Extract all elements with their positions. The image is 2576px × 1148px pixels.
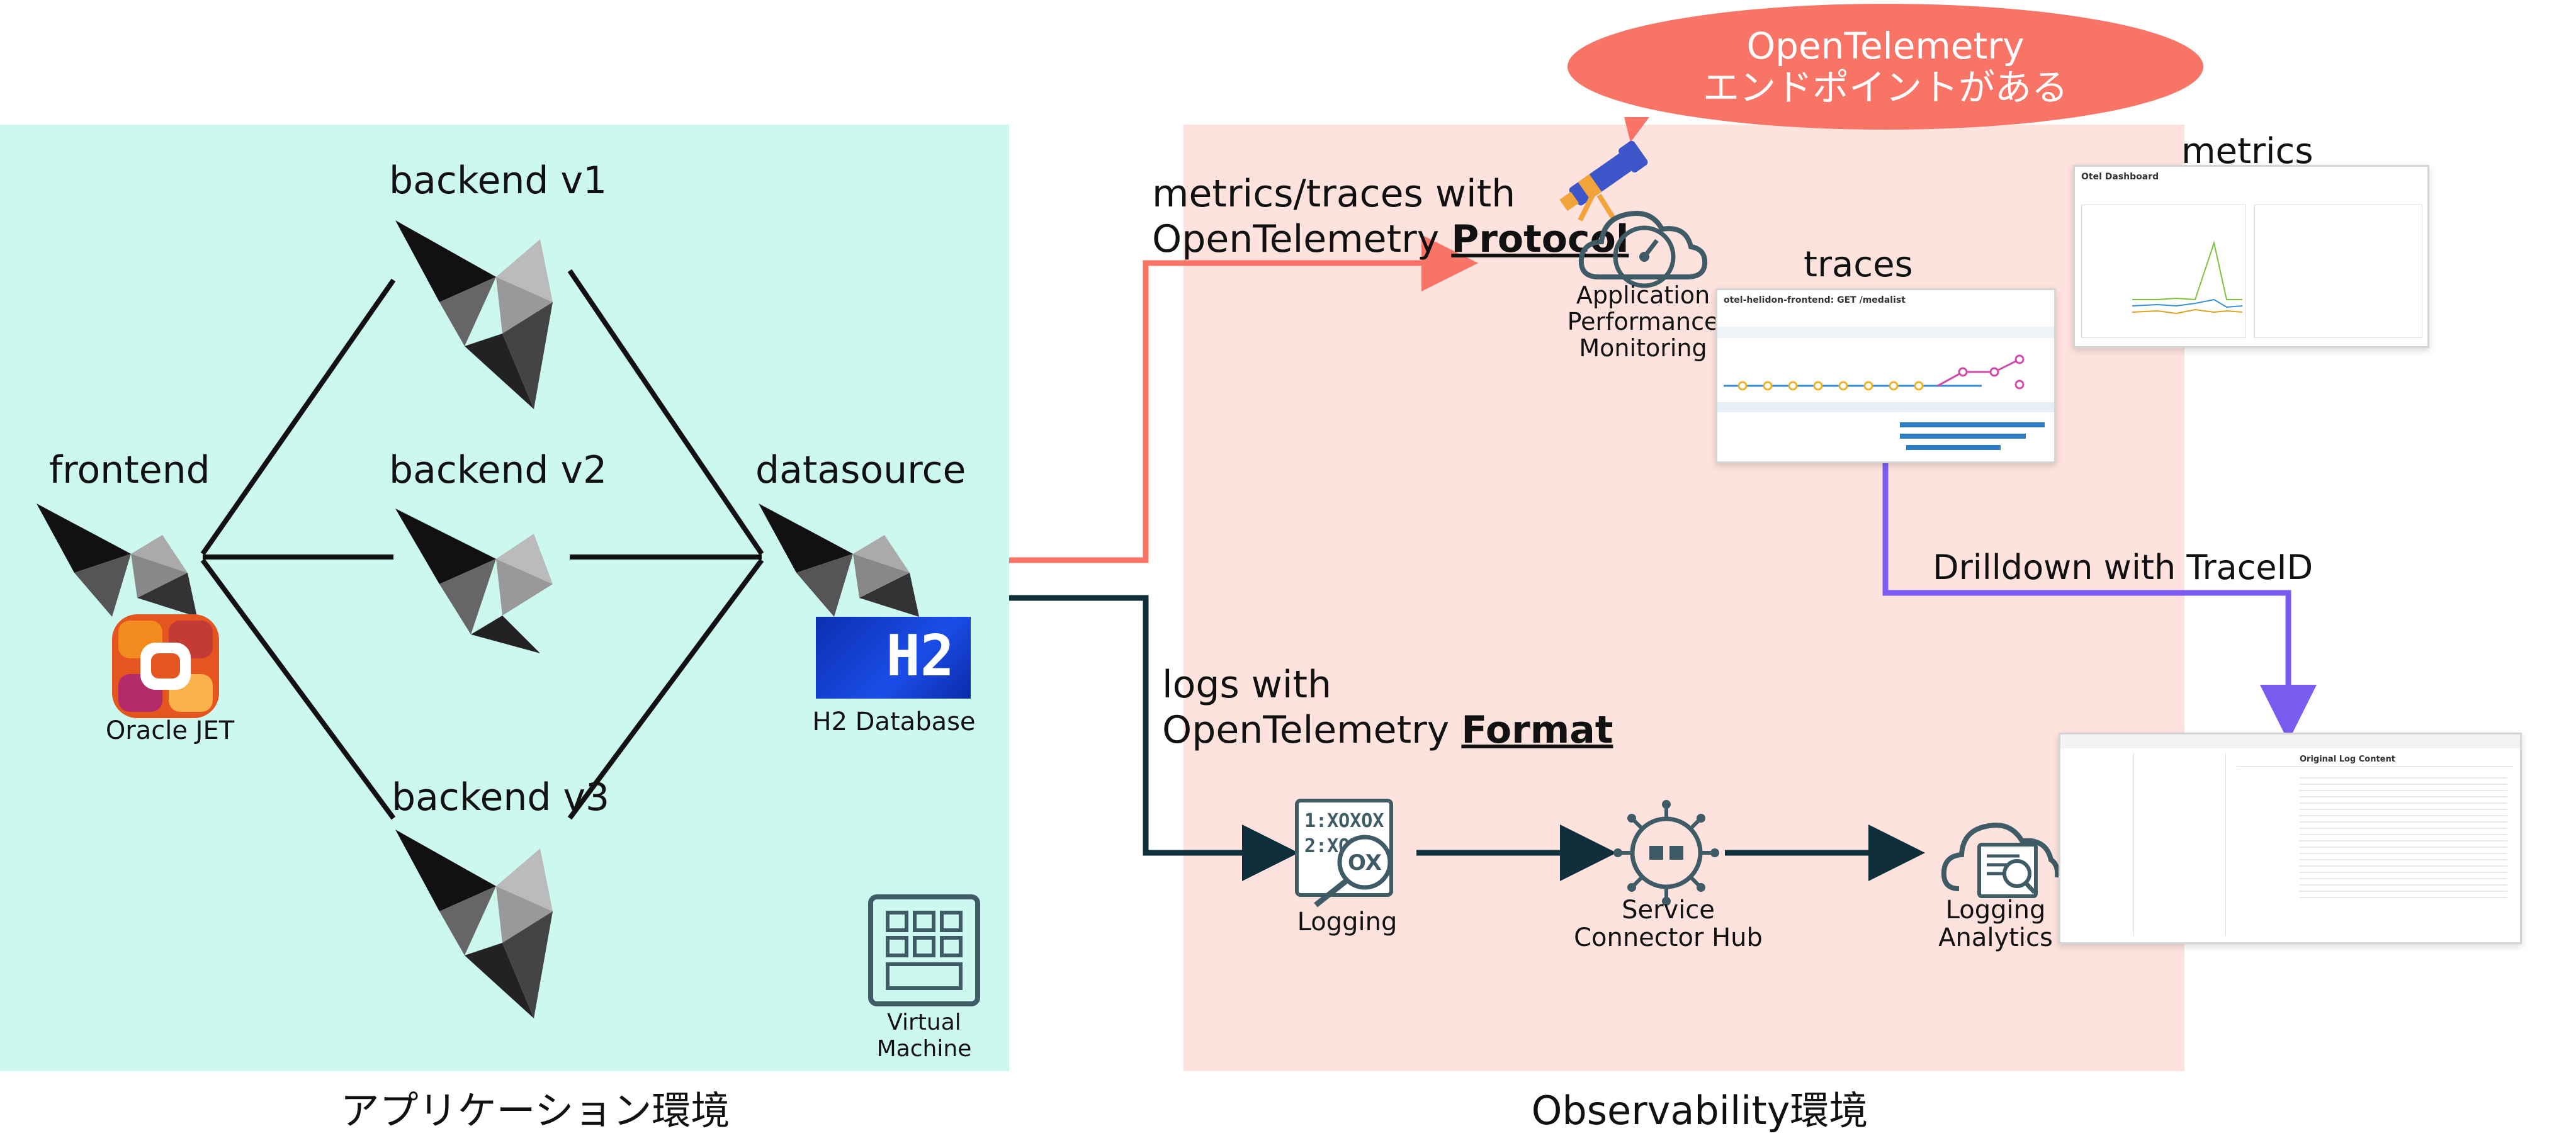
frontend-label: frontend <box>49 448 210 492</box>
la-shot-header-text: Original Log Content <box>2300 755 2395 764</box>
apm-line1: Application <box>1576 281 1710 309</box>
edge-frontend-backend-v1 <box>200 278 396 556</box>
la-shot-topbar <box>2060 734 2520 748</box>
protocol-emphasis: Protocol <box>1451 217 1629 261</box>
h2-database-logo: H2 <box>816 617 971 699</box>
edge-frontend-backend-v3 <box>200 558 396 820</box>
h2-database-caption: H2 Database <box>812 707 976 736</box>
metrics-screenshot: Otel Dashboard <box>2073 165 2429 348</box>
helidon-bird-icon <box>395 220 553 409</box>
service-connector-hub-caption: Service Connector Hub <box>1568 896 1769 952</box>
edge-backend-v1-datasource <box>567 269 764 556</box>
la-shot-table-header: Original Log Content <box>2237 753 2514 767</box>
observability-environment-panel <box>1183 125 2184 1071</box>
metrics-traces-arrow <box>1009 235 1478 563</box>
logs-arrow <box>1009 595 1299 881</box>
oracle-jet-caption: Oracle JET <box>105 716 235 745</box>
oracle-jet-logo <box>112 614 219 718</box>
trace-span-bar <box>1900 422 2045 427</box>
la-shot-log-lines <box>2300 772 2507 898</box>
sch-line2: Connector Hub <box>1574 923 1763 952</box>
helidon-bird-icon <box>395 830 553 1018</box>
la-line2: Analytics <box>1938 923 2053 952</box>
traces-window-title: otel-helidon-frontend: GET /medalist <box>1724 295 1906 305</box>
backend-v3-label: backend v3 <box>392 775 610 819</box>
sch-line1: Service <box>1622 896 1715 925</box>
telescope-icon <box>1559 140 1648 222</box>
traces-title: traces <box>1804 244 1913 285</box>
callout-line2: エンドポイントがある <box>1702 66 2068 109</box>
metrics-traces-line2: OpenTelemetry Protocol <box>1152 217 1629 262</box>
apm-caption: Application Performance Monitoring <box>1549 282 1737 361</box>
drilldown-arrow <box>1882 454 2317 741</box>
helidon-bird-icon <box>395 509 553 653</box>
logging-icon-badge: OX <box>1348 850 1382 875</box>
logs-line1: logs with <box>1162 663 1332 707</box>
service-connector-hub-icon <box>1613 800 1719 906</box>
metrics-chart-panel <box>2081 205 2246 338</box>
backend-v1-label: backend v1 <box>389 159 607 203</box>
logging-search-icon: 1:XOXOX 2:XOX OX <box>1295 799 1393 908</box>
apm-cloud-gauge-icon <box>1578 211 1708 288</box>
traces-table-header <box>1717 402 2054 412</box>
metrics-line-chart <box>2132 240 2243 315</box>
edge-backend-v3-datasource <box>567 558 764 820</box>
backend-v2-label: backend v2 <box>389 448 607 492</box>
app-environment-title: アプリケーション環境 <box>340 1088 730 1134</box>
vm-caption: Virtual Machine <box>861 1010 987 1062</box>
la-shot-visualization-panel <box>2137 753 2226 936</box>
traces-toolbar <box>1717 327 2054 338</box>
metrics-window-title: Otel Dashboard <box>2081 172 2159 182</box>
metrics-traces-line1: metrics/traces with <box>1152 172 1516 216</box>
vm-caption-line2: Machine <box>876 1036 972 1062</box>
la-shot-field-panel <box>2064 753 2134 936</box>
virtual-machine-icon <box>868 894 980 1006</box>
metrics-legend-panel <box>2254 205 2422 338</box>
logging-analytics-screenshot: Original Log Content <box>2059 733 2522 944</box>
apm-line3: Monitoring <box>1579 334 1707 362</box>
logging-icon-text-1: 1:XOXOX <box>1304 810 1384 832</box>
logging-caption: Logging <box>1297 908 1398 937</box>
la-line1: Logging <box>1945 896 2046 925</box>
datasource-label: datasource <box>755 448 966 492</box>
callout-tail <box>1624 117 1649 142</box>
apm-line2: Performance <box>1567 308 1719 335</box>
metrics-traces-prefix: OpenTelemetry <box>1152 217 1452 261</box>
logs-flow-label: logs with OpenTelemetry Format <box>1162 662 1613 753</box>
format-emphasis: Format <box>1461 708 1613 752</box>
metrics-traces-flow-label: metrics/traces with OpenTelemetry Protoc… <box>1152 171 1629 262</box>
helidon-bird-icon <box>759 504 919 617</box>
callout-line1: OpenTelemetry <box>1746 25 2025 67</box>
logging-analytics-icon <box>1941 823 2060 898</box>
traces-timeline <box>1724 354 2025 391</box>
opentelemetry-endpoint-callout: OpenTelemetry エンドポイントがある <box>1568 4 2203 130</box>
drilldown-label: Drilldown with TraceID <box>1933 548 2313 587</box>
logs-prefix: OpenTelemetry <box>1162 708 1462 752</box>
vm-caption-line1: Virtual <box>887 1010 961 1035</box>
trace-span-bar <box>1900 434 2026 439</box>
observability-environment-title: Observability環境 <box>1531 1088 1868 1134</box>
logging-analytics-caption: Logging Analytics <box>1914 896 2077 952</box>
traces-screenshot: otel-helidon-frontend: GET /medalist <box>1715 288 2056 463</box>
helidon-bird-icon <box>37 504 197 617</box>
logs-line2: OpenTelemetry Format <box>1162 707 1613 753</box>
trace-span-bar <box>1906 445 2001 450</box>
